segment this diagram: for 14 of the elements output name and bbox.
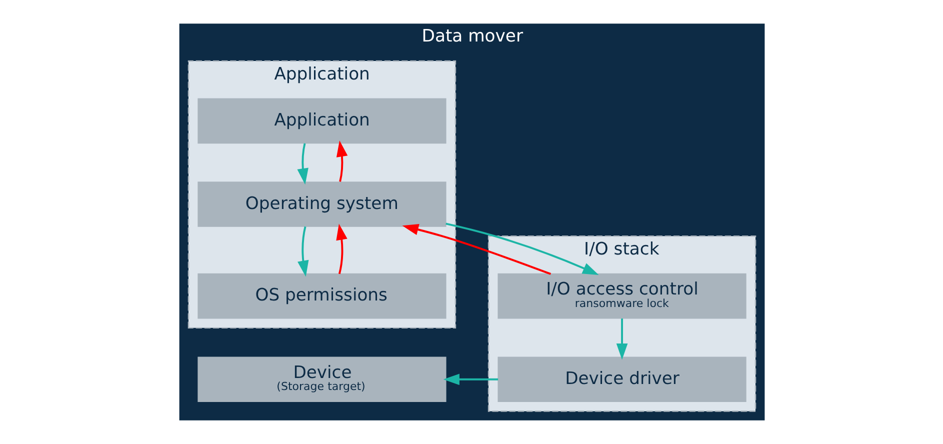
arrow [336, 140, 348, 182]
arrow [445, 222, 598, 275]
arrow [616, 318, 628, 360]
arrow [336, 224, 347, 274]
node-box: Device driver [497, 356, 746, 402]
node-box: Application [197, 98, 446, 144]
arrow [297, 226, 308, 277]
node-box: OS permissions [197, 273, 446, 319]
node-box: I/O access control ransomware lock [497, 273, 746, 319]
arrow [442, 374, 498, 386]
arrow [402, 224, 551, 275]
arrow [296, 143, 308, 185]
node-box: Device (Storage target) [197, 356, 446, 402]
node-box: Operating system [197, 182, 446, 227]
